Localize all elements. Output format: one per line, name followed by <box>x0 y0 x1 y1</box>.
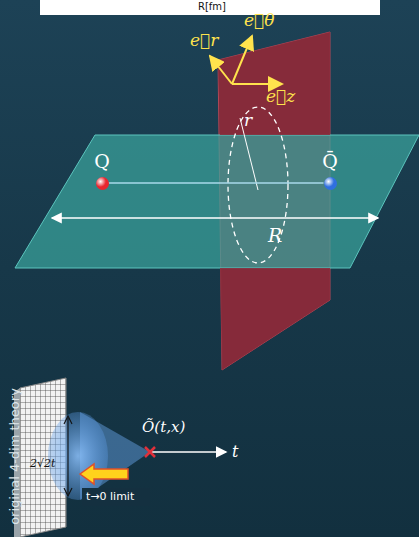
text-label: R[fm] <box>198 2 226 12</box>
charge-label: Q <box>94 152 110 171</box>
text-label: Õ(t,x) <box>142 420 185 435</box>
charge-dot: Q <box>96 177 109 190</box>
charge-dot: Q̄ <box>324 177 337 190</box>
text-label: 2√2t <box>30 458 55 469</box>
dashed-circle <box>228 107 288 263</box>
width-heads <box>64 416 72 496</box>
text-label: e⃗z <box>266 88 295 105</box>
text-label: e⃗r <box>190 32 218 49</box>
limit-box <box>82 488 150 506</box>
limit-arrow <box>80 464 128 484</box>
width-arrow <box>67 418 68 494</box>
chart-strip <box>40 0 380 15</box>
operator-mark <box>145 447 155 457</box>
smearing-region <box>48 412 108 500</box>
basis-vectors <box>210 36 282 84</box>
text-label: t→0 limit <box>86 491 134 502</box>
red-plane-bottom <box>220 268 330 370</box>
text-label: original 4-dim theory <box>8 382 21 532</box>
text-label: t <box>232 444 238 460</box>
t-axis <box>150 451 226 453</box>
flux-line <box>109 182 324 184</box>
distance-arrow <box>52 217 378 218</box>
text-label: R <box>268 226 282 245</box>
text-label: e⃗θ <box>244 12 275 29</box>
text-label: r <box>244 112 252 129</box>
charge-label: Q̄ <box>322 152 338 171</box>
teal-plane <box>15 135 419 268</box>
